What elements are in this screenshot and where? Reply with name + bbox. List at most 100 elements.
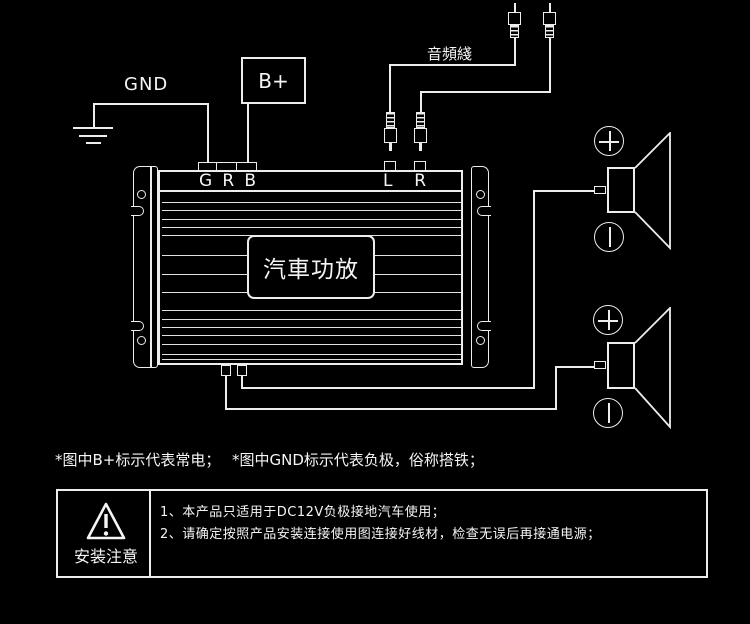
gnd-wire-drop (93, 103, 95, 127)
warning-items: 1、本产品只适用于DC12V负极接地汽车使用； 2、请确定按照产品安装连接使用图… (160, 502, 698, 546)
terminal-post-l (384, 161, 396, 171)
amp-right-bracket-hole (476, 336, 485, 345)
warning-title: 安装注意 (73, 547, 138, 566)
installation-warning-box: 安装注意 1、本产品只适用于DC12V负极接地汽车使用； 2、请确定按照产品安装… (56, 489, 708, 578)
minus-icon (593, 398, 623, 428)
amp-left-bracket-notch (131, 321, 144, 331)
amp-left-bracket-flange-line (150, 167, 152, 367)
plus-icon (594, 126, 624, 156)
fin-line (162, 210, 461, 211)
terminal-label-r2: R (414, 171, 426, 191)
terminal-post-r (216, 162, 237, 171)
fin-line (162, 354, 461, 355)
speaker2-magnet-body (607, 342, 635, 389)
amp-left-bracket-notch (131, 206, 144, 216)
rca-shell (543, 12, 556, 25)
amp-right-bracket-notch (477, 206, 491, 216)
audio-wire-left-down (389, 64, 391, 112)
minus-bar (609, 227, 611, 247)
amp-top-panel-line (160, 190, 461, 192)
speaker2-cone-icon (634, 307, 671, 429)
warning-box-divider (149, 491, 151, 576)
rca-shell (384, 128, 397, 143)
rca-plug-icon (384, 112, 397, 151)
rca-shell (508, 12, 521, 25)
amplifier-name-plate: 汽車功放 (247, 235, 375, 299)
fin-line (162, 219, 461, 220)
fin-line (162, 327, 461, 328)
footnote-gnd: *图中GND标示代表负极，俗称搭铁； (232, 451, 484, 469)
terminal-post-b (236, 162, 257, 171)
speaker1-magnet-body (607, 167, 635, 213)
amp-left-bracket-hole (137, 190, 146, 199)
rca-crimp (416, 112, 425, 128)
warning-triangle-icon (86, 502, 126, 540)
speaker1-wire-in (533, 190, 594, 192)
audio-wire-right-run (420, 91, 551, 93)
fin-line (162, 310, 461, 311)
gnd-label: GND (124, 74, 169, 95)
warning-item-2: 2、请确定按照产品安装连接使用图连接好线材，检查无误后再接通电源； (160, 527, 601, 542)
amp-left-bracket-hole (137, 336, 146, 345)
rca-plug-icon (543, 3, 556, 38)
speaker2-connector (594, 361, 606, 369)
speaker1-wire-run (241, 387, 534, 389)
amplifier-label: 汽車功放 (263, 257, 359, 283)
terminal-label-g: G (199, 171, 213, 191)
audio-cable-label: 音頻綫 (427, 45, 473, 63)
speaker1-wire-rise (533, 190, 535, 389)
audio-terminal-labels: L R (383, 171, 426, 191)
terminal-post-r-audio (414, 161, 426, 171)
rca-pin (389, 143, 392, 151)
ground-bar-2 (79, 135, 107, 137)
battery-label: B+ (258, 68, 289, 93)
rca-crimp (510, 25, 519, 38)
fin-line (162, 319, 461, 320)
gnd-wire-to-terminal (207, 103, 209, 163)
amp-left-bracket (133, 166, 158, 368)
rca-plug-icon (508, 3, 521, 38)
plus-bar-v (609, 131, 611, 151)
terminal-label-l: L (383, 171, 393, 191)
terminal-label-b: B (244, 171, 256, 191)
rca-crimp (386, 112, 395, 128)
plus-icon (593, 305, 623, 335)
minus-icon (594, 222, 624, 252)
speaker2-wire-run (225, 408, 556, 410)
rca-shell (414, 128, 427, 143)
warning-item-1: 1、本产品只适用于DC12V负极接地汽车使用； (160, 505, 446, 520)
audio-wire-right-drop (549, 38, 551, 92)
speaker2-wire-rise (555, 366, 557, 410)
speaker-output-terminal (237, 365, 247, 376)
fin-line (162, 335, 461, 336)
power-terminal-labels: G R B (199, 171, 256, 191)
gnd-wire-horizontal (93, 103, 208, 105)
minus-bar (608, 403, 610, 423)
battery-constant-power-box: B+ (241, 57, 306, 104)
fin-line (162, 359, 461, 360)
speaker2-wire-in (555, 366, 594, 368)
audio-wire-left-run (389, 64, 516, 66)
speaker1-cone-icon (634, 132, 671, 250)
speaker2-wire-drop (225, 376, 227, 410)
battery-wire-to-terminal (247, 104, 249, 162)
amp-right-bracket (471, 166, 489, 368)
terminal-post-g (198, 162, 218, 171)
speaker1-connector (594, 186, 606, 194)
amp-right-bracket-hole (476, 190, 485, 199)
ground-bar-3 (86, 142, 101, 144)
terminal-label-r: R (222, 171, 235, 191)
amp-right-bracket-notch (477, 321, 491, 331)
rca-crimp (545, 25, 554, 38)
speaker-output-terminal (221, 365, 231, 376)
fin-line (162, 344, 461, 345)
ground-bar-1 (73, 127, 113, 129)
footnote-b-plus: *图中B+标示代表常电； (55, 451, 221, 469)
fin-line (162, 202, 461, 203)
rca-pin (513, 3, 516, 12)
rca-plug-icon (414, 112, 427, 151)
audio-wire-right-down (420, 91, 422, 112)
fin-line (162, 227, 461, 228)
speaker1-wire-drop (241, 376, 243, 388)
